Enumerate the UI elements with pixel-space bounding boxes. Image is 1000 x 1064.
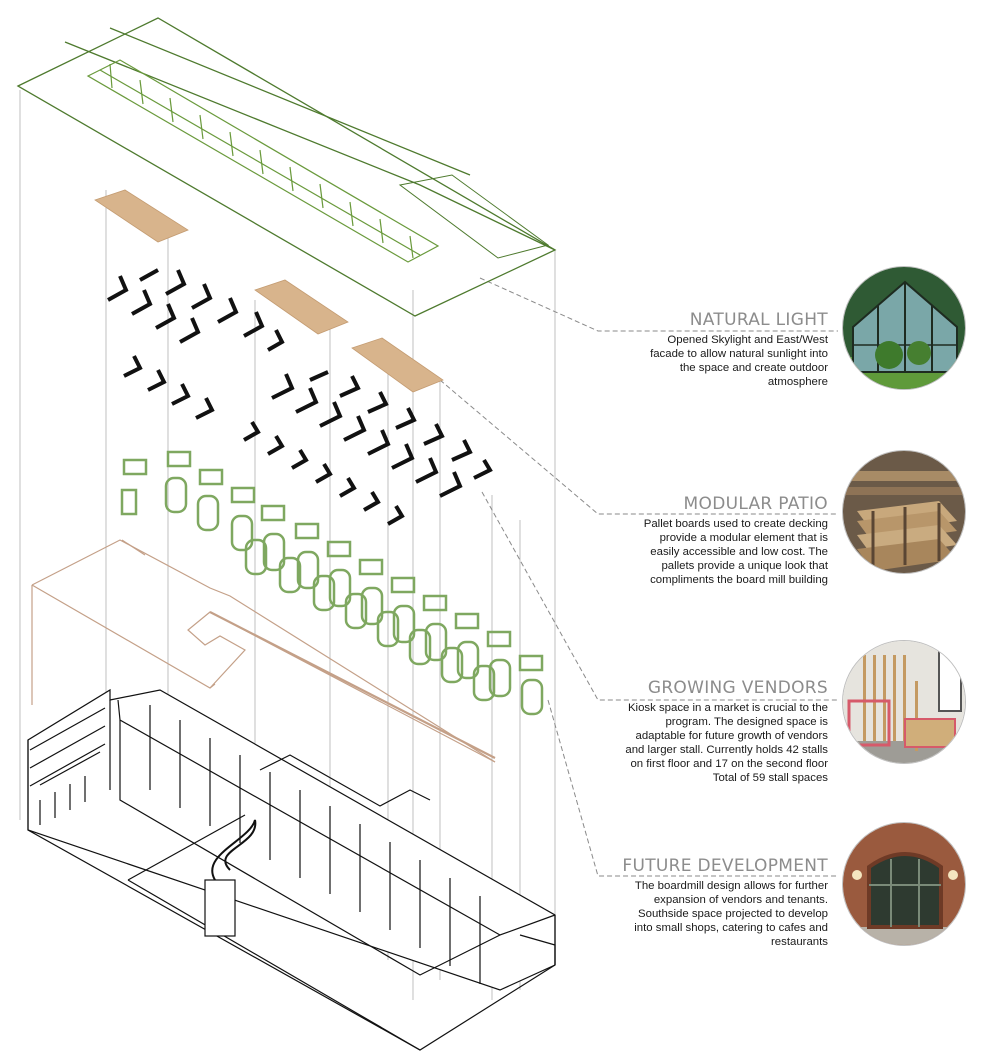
stall-row-3 xyxy=(271,370,493,498)
callout-title: MODULAR PATIO xyxy=(683,494,828,514)
storefront-photo xyxy=(842,822,966,946)
callout-line: Pallet boards used to create decking xyxy=(643,518,828,530)
callout-line: and larger stall. Currently holds 42 sta… xyxy=(625,744,828,756)
callout-text: Pallet boards used to create decking pro… xyxy=(560,517,828,587)
callout-growing-vendors: GROWING VENDORS Kiosk space in a market … xyxy=(560,678,828,785)
stall-row-1 xyxy=(107,268,285,352)
callout-line: Southside space projected to develop xyxy=(638,908,828,920)
stall-modules xyxy=(107,268,493,526)
callout-line: program. The designed space is xyxy=(665,716,828,728)
skylight xyxy=(86,59,440,263)
callout-line: compliments the board mill building xyxy=(650,574,828,586)
window-modules xyxy=(120,450,544,716)
callout-line: Total of 59 stall spaces xyxy=(712,772,828,784)
kiosk-photo xyxy=(842,640,966,764)
callout-text: Opened Skylight and East/West facade to … xyxy=(560,333,828,389)
roof-layer xyxy=(16,17,557,317)
callout-title: NATURAL LIGHT xyxy=(689,310,828,330)
callout-line: adaptable for future growth of vendors xyxy=(635,730,829,742)
callout-natural-light: NATURAL LIGHT Opened Skylight and East/W… xyxy=(560,310,828,389)
leader-lines xyxy=(439,277,838,877)
callout-line: the space and create outdoor xyxy=(679,362,828,374)
callout-line: easily accessible and low cost. The xyxy=(650,546,828,558)
callout-line: Kiosk space in a market is crucial to th… xyxy=(627,702,828,714)
callout-line: expansion of vendors and tenants. xyxy=(653,894,828,906)
callout-line: provide a modular element that is xyxy=(659,532,828,544)
callout-text: The boardmill design allows for further … xyxy=(560,879,828,949)
callout-line: restaurants xyxy=(771,936,828,948)
greenhouse-photo-art xyxy=(843,267,965,389)
stall-row-4 xyxy=(243,420,405,526)
callout-line: Opened Skylight and East/West xyxy=(667,334,828,346)
callout-title: GROWING VENDORS xyxy=(647,678,828,698)
pallets-photo xyxy=(842,450,966,574)
callout-line: atmosphere xyxy=(767,376,828,388)
building-shell xyxy=(27,688,556,1051)
kiosk-photo-art xyxy=(843,641,965,763)
mezzanine-layer xyxy=(31,539,496,763)
callout-line: into small shops, catering to cafes and xyxy=(634,922,828,934)
callout-future-development: FUTURE DEVELOPMENT The boardmill design … xyxy=(560,856,828,949)
leader-future-development xyxy=(547,699,838,877)
callout-line: The boardmill design allows for further xyxy=(634,880,828,892)
callout-modular-patio: MODULAR PATIO Pallet boards used to crea… xyxy=(560,494,828,587)
callout-line: pallets provide a unique look that xyxy=(661,560,828,572)
callout-line: facade to allow natural sunlight into xyxy=(650,348,828,360)
pallets-photo-art xyxy=(843,451,965,573)
callout-title: FUTURE DEVELOPMENT xyxy=(622,856,828,876)
leader-natural-light xyxy=(479,277,838,332)
callout-line: on first floor and 17 on the second floo… xyxy=(630,758,828,770)
storefront-photo-art xyxy=(843,823,965,945)
greenhouse-photo xyxy=(842,266,966,390)
stall-row-2 xyxy=(123,355,215,420)
callout-text: Kiosk space in a market is crucial to th… xyxy=(560,701,828,785)
deck-platforms xyxy=(94,189,444,393)
